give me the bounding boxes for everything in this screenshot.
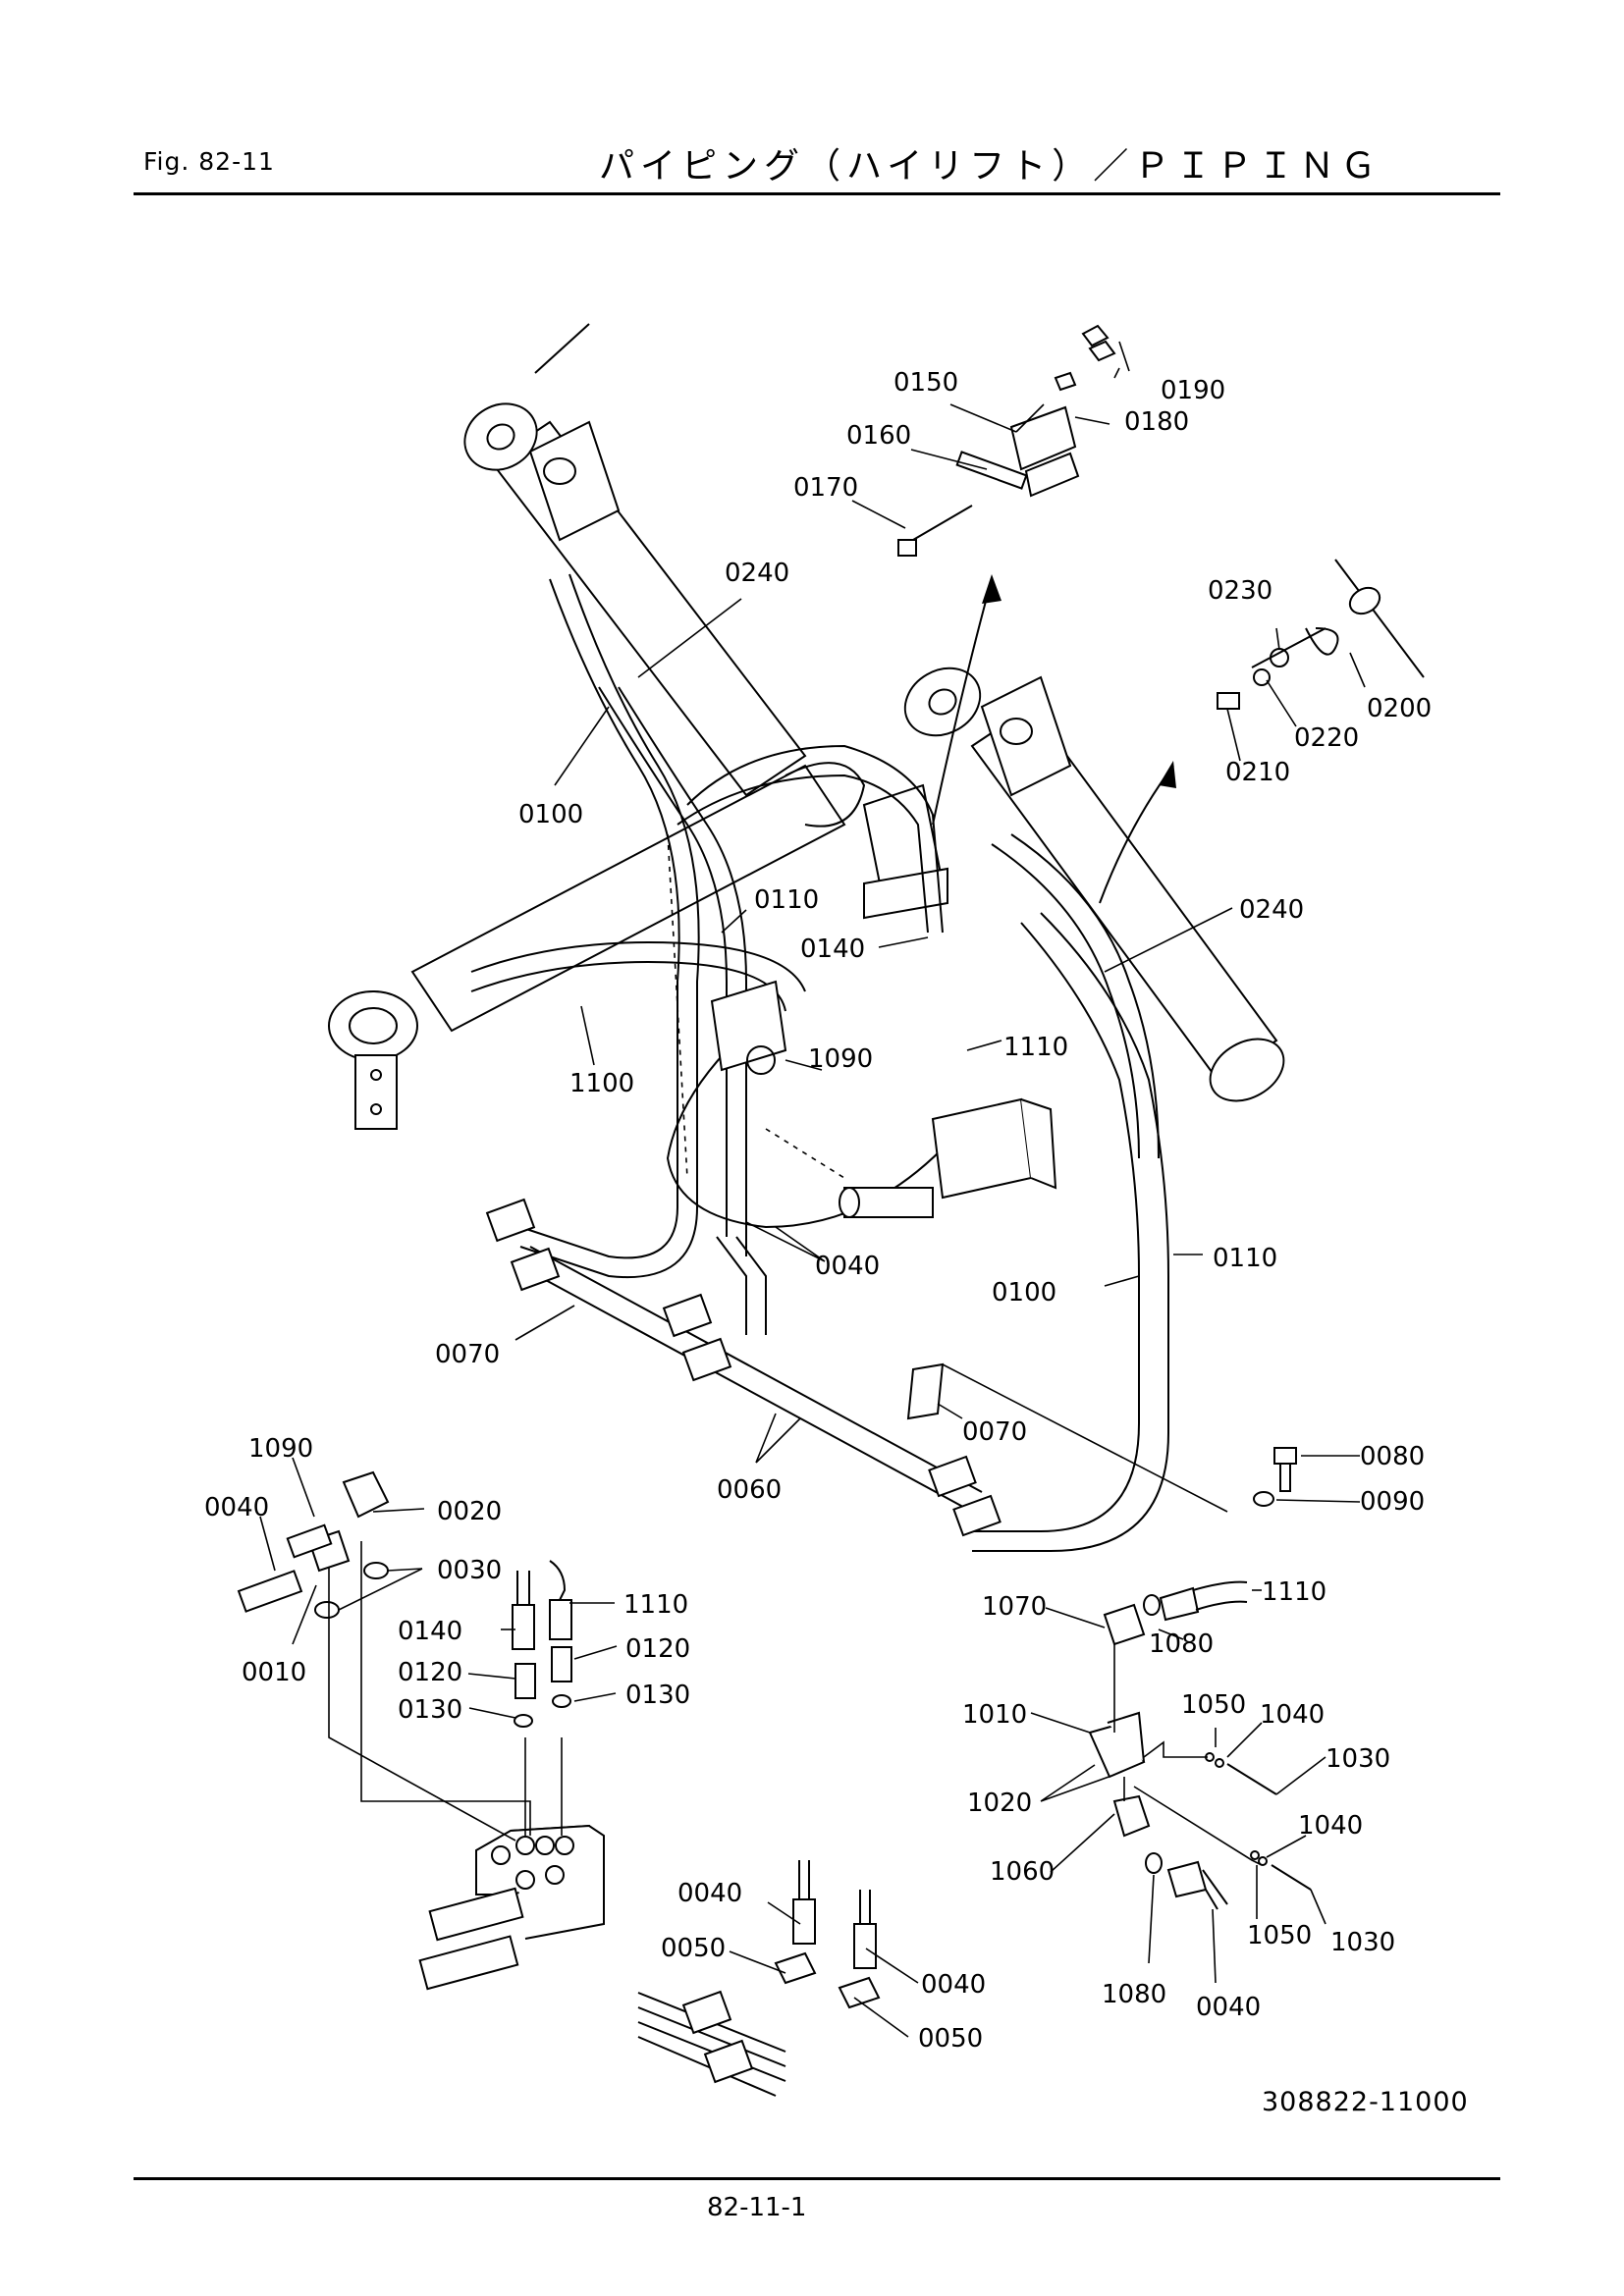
callout-0220: 0220	[1294, 723, 1359, 753]
callout-0090: 0090	[1360, 1487, 1425, 1517]
leader-lines	[259, 341, 1366, 2038]
callout-0160: 0160	[846, 421, 911, 451]
callout-0040: 0040	[815, 1252, 880, 1281]
callout-0200: 0200	[1367, 694, 1432, 723]
callout-1080: 1080	[1102, 1980, 1166, 2009]
left-lift-cylinder	[463, 323, 807, 797]
callout-1090: 1090	[248, 1434, 313, 1464]
callout-0140: 0140	[398, 1617, 462, 1646]
callout-0010: 0010	[242, 1658, 306, 1687]
page-number: 82-11-1	[707, 2193, 807, 2222]
callout-1060: 1060	[990, 1857, 1055, 1887]
bracket-bolt-detail	[906, 1362, 1297, 1513]
solenoid-valve-detail	[1088, 1580, 1312, 1910]
callout-1050: 1050	[1181, 1690, 1246, 1720]
cross-cylinder	[328, 762, 866, 1130]
callout-0170: 0170	[793, 473, 858, 503]
callout-0080: 0080	[1360, 1442, 1425, 1471]
callout-1040: 1040	[1260, 1700, 1325, 1730]
callout-1110: 1110	[1003, 1033, 1068, 1062]
header-rule	[134, 192, 1500, 195]
callout-1030: 1030	[1326, 1744, 1390, 1774]
callout-0120: 0120	[398, 1658, 462, 1687]
callout-0140: 0140	[800, 934, 865, 964]
callout-0030: 0030	[437, 1556, 502, 1585]
figure-label: Fig. 82-11	[143, 147, 275, 176]
callout-0020: 0020	[437, 1497, 502, 1526]
callout-1090: 1090	[808, 1044, 873, 1074]
callout-0240: 0240	[725, 559, 789, 588]
callout-0240: 0240	[1239, 895, 1304, 925]
callout-0120: 0120	[625, 1634, 690, 1664]
callout-0110: 0110	[1213, 1244, 1277, 1273]
callout-0230: 0230	[1208, 576, 1272, 606]
lower-hose-bar	[485, 1198, 1001, 1537]
right-lift-cylinder	[903, 667, 1285, 1102]
callout-1050: 1050	[1247, 1921, 1312, 1950]
callout-0070: 0070	[962, 1417, 1027, 1447]
callout-1030: 1030	[1330, 1928, 1395, 1957]
drawing-number: 308822-11000	[1262, 2087, 1469, 2117]
callout-0040: 0040	[1196, 1993, 1261, 2022]
callout-0070: 0070	[435, 1340, 500, 1369]
callout-0190: 0190	[1161, 376, 1225, 405]
callout-0050: 0050	[918, 2024, 983, 2054]
callout-1100: 1100	[569, 1069, 634, 1098]
page-title: パイピング（ハイリフト）／ＰＩＰＩＮＧ	[599, 146, 1382, 187]
callout-1040: 1040	[1298, 1811, 1363, 1841]
callout-0100: 0100	[992, 1278, 1056, 1308]
center-control-valve	[710, 980, 1057, 1218]
callout-0060: 0060	[717, 1475, 782, 1505]
callout-0040: 0040	[204, 1493, 269, 1522]
callout-1010: 1010	[962, 1700, 1027, 1730]
callout-1110: 1110	[1262, 1577, 1326, 1607]
callout-1080: 1080	[1149, 1629, 1214, 1659]
callout-1110: 1110	[623, 1590, 688, 1620]
hose-routes	[470, 573, 1169, 1552]
callout-0130: 0130	[398, 1695, 462, 1725]
hose-clamp-detail	[897, 324, 1116, 557]
callout-0040: 0040	[921, 1970, 986, 2000]
callout-0100: 0100	[518, 800, 583, 829]
part-callouts: 0190 0150 0180 0160 0170 0240 0230 0200 …	[204, 368, 1432, 2054]
footer-rule	[134, 2177, 1500, 2180]
callout-0130: 0130	[625, 1681, 690, 1710]
clip-detail	[1217, 559, 1425, 710]
callout-0050: 0050	[661, 1934, 726, 1963]
callout-0040: 0040	[677, 1879, 742, 1908]
callout-0150: 0150	[893, 368, 958, 398]
detail-arrows	[932, 574, 1176, 904]
callout-0210: 0210	[1225, 758, 1290, 787]
callout-0180: 0180	[1124, 407, 1189, 437]
callout-0110: 0110	[754, 885, 819, 915]
callout-1070: 1070	[982, 1592, 1047, 1622]
elbow-fittings-detail	[637, 1860, 881, 2097]
valve-fittings-detail	[237, 1470, 605, 1991]
callout-1020: 1020	[967, 1789, 1032, 1818]
